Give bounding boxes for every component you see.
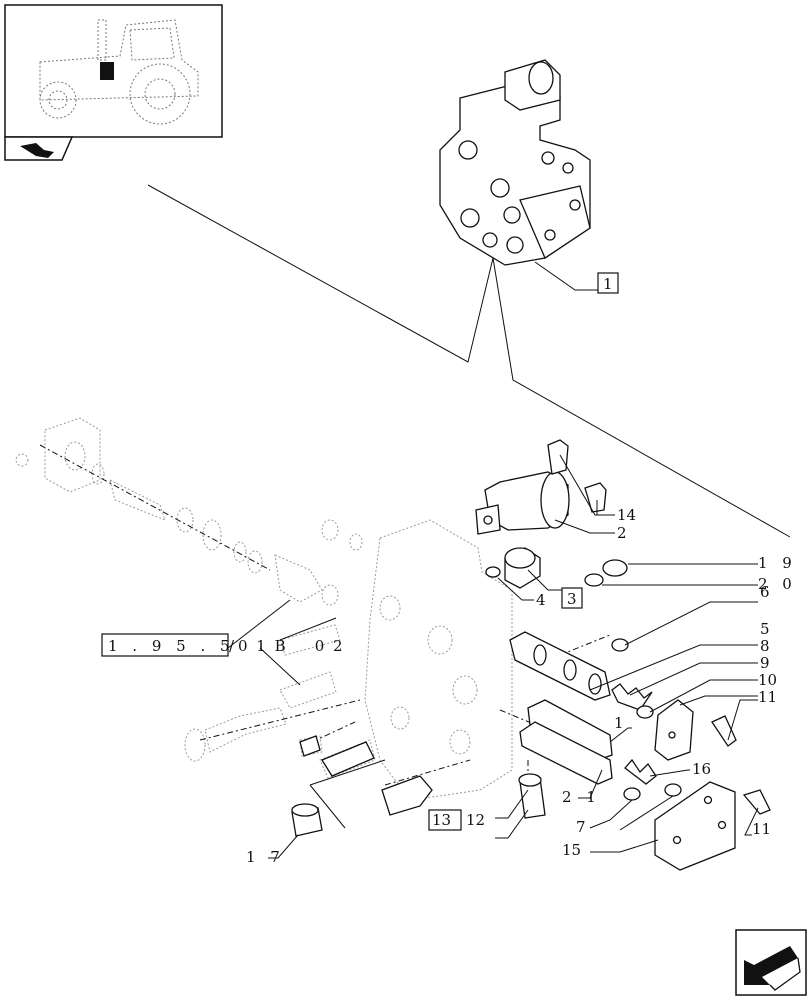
- projection-lines: [147, 184, 791, 538]
- spool-part-1[interactable]: [519, 699, 613, 785]
- callout-box-1[interactable]: [597, 272, 619, 294]
- callout-20: 2 0: [758, 575, 797, 593]
- callout-7: 7: [576, 818, 586, 836]
- callout-box-13[interactable]: [428, 809, 462, 831]
- callout-box-3[interactable]: [561, 587, 583, 609]
- oring-part-19-20[interactable]: [584, 559, 628, 587]
- callout-5: 5: [760, 620, 770, 638]
- reference-suffix: 0 1 B 0 2: [238, 637, 345, 655]
- callout-21: 2 1: [562, 788, 601, 806]
- reference-separator: /: [229, 637, 235, 655]
- oring-part-7[interactable]: [623, 783, 682, 801]
- leader-lines: [227, 261, 759, 859]
- spool-part-5[interactable]: [509, 631, 611, 701]
- ghosted-valve-block: [15, 417, 513, 801]
- callout-1-spool: 1: [614, 714, 624, 732]
- reference-box[interactable]: [101, 633, 229, 657]
- callout-4: 4: [536, 591, 546, 609]
- section-wrench-icon[interactable]: [4, 136, 74, 161]
- callout-3: 3: [567, 590, 577, 608]
- callout-8: 8: [760, 637, 770, 655]
- circlip-part-6[interactable]: [611, 638, 629, 652]
- spring-part-16[interactable]: [624, 758, 657, 785]
- screw-part-11-lower[interactable]: [742, 789, 771, 815]
- next-page-arrow-icon[interactable]: [735, 929, 807, 996]
- spring-part-8[interactable]: [611, 683, 653, 711]
- cover-part-10[interactable]: [654, 699, 694, 761]
- callout-1: 1: [603, 275, 613, 293]
- callout-14: 14: [617, 506, 636, 524]
- screw-part-11-upper[interactable]: [711, 715, 737, 747]
- callout-13: 13: [432, 811, 451, 829]
- cover-part-15[interactable]: [654, 781, 736, 871]
- callout-16: 16: [692, 760, 711, 778]
- plug-part-12[interactable]: [518, 773, 546, 819]
- screw-part-14[interactable]: [547, 439, 607, 513]
- reference-code: 1 . 9 5 . 5: [108, 637, 235, 655]
- callout-17: 1 7: [246, 848, 285, 866]
- fitting-parts: [299, 735, 433, 816]
- callout-12: 12: [466, 811, 485, 829]
- callout-11-upper: 11: [758, 688, 777, 706]
- plug-part-3[interactable]: [504, 547, 541, 589]
- washer-part-9[interactable]: [636, 705, 654, 719]
- callout-15: 15: [562, 841, 581, 859]
- callout-19: 1 9: [758, 554, 797, 572]
- callout-10: 10: [758, 671, 777, 689]
- tractor-thumbnail-icon[interactable]: [4, 4, 223, 138]
- valve-assembly-main[interactable]: [439, 59, 591, 266]
- callout-9: 9: [760, 654, 770, 672]
- callout-6: 6: [760, 583, 770, 601]
- callout-11-lower: 11: [752, 820, 771, 838]
- oring-part-4[interactable]: [485, 566, 501, 578]
- cap-part-17[interactable]: [291, 803, 323, 837]
- callout-2: 2: [617, 524, 627, 542]
- solenoid-part-2[interactable]: [475, 471, 570, 535]
